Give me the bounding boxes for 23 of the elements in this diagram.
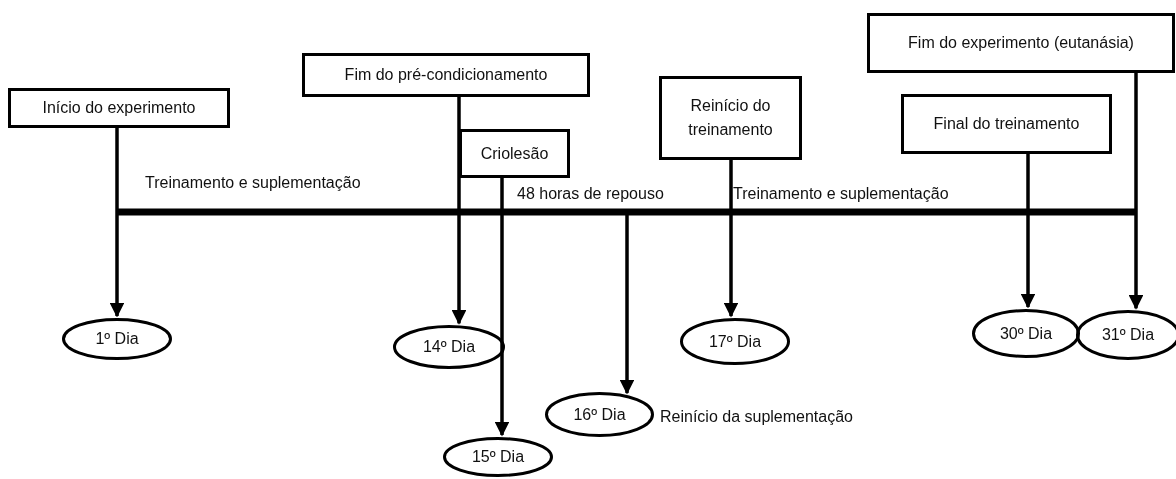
event-box: Reinício do treinamento: [659, 76, 802, 160]
phase-label: 48 horas de repouso: [517, 185, 664, 203]
arrow: [619, 212, 635, 395]
arrow: [1020, 154, 1036, 309]
phase-label: Treinamento e suplementação: [145, 174, 361, 192]
day-ellipse: 14º Dia: [393, 325, 505, 369]
event-box: Fim do pré-condicionamento: [302, 53, 590, 97]
phase-label: Treinamento e suplementação: [733, 185, 949, 203]
day-ellipse: 30º Dia: [972, 309, 1080, 358]
event-box: Criolesão: [459, 129, 570, 178]
day-ellipse: 17º Dia: [680, 318, 790, 365]
arrow: [723, 160, 739, 318]
node-caption: Reinício da suplementação: [660, 408, 853, 426]
day-ellipse: 15º Dia: [443, 437, 553, 477]
arrow: [494, 178, 510, 437]
event-box: Final do treinamento: [901, 94, 1112, 154]
event-box: Fim do experimento (eutanásia): [867, 13, 1175, 73]
day-ellipse: 16º Dia: [545, 392, 654, 437]
arrow: [1128, 73, 1144, 310]
day-ellipse: 1º Dia: [62, 318, 172, 360]
arrow: [109, 128, 125, 318]
arrow: [451, 97, 467, 325]
event-box: Início do experimento: [8, 88, 230, 128]
